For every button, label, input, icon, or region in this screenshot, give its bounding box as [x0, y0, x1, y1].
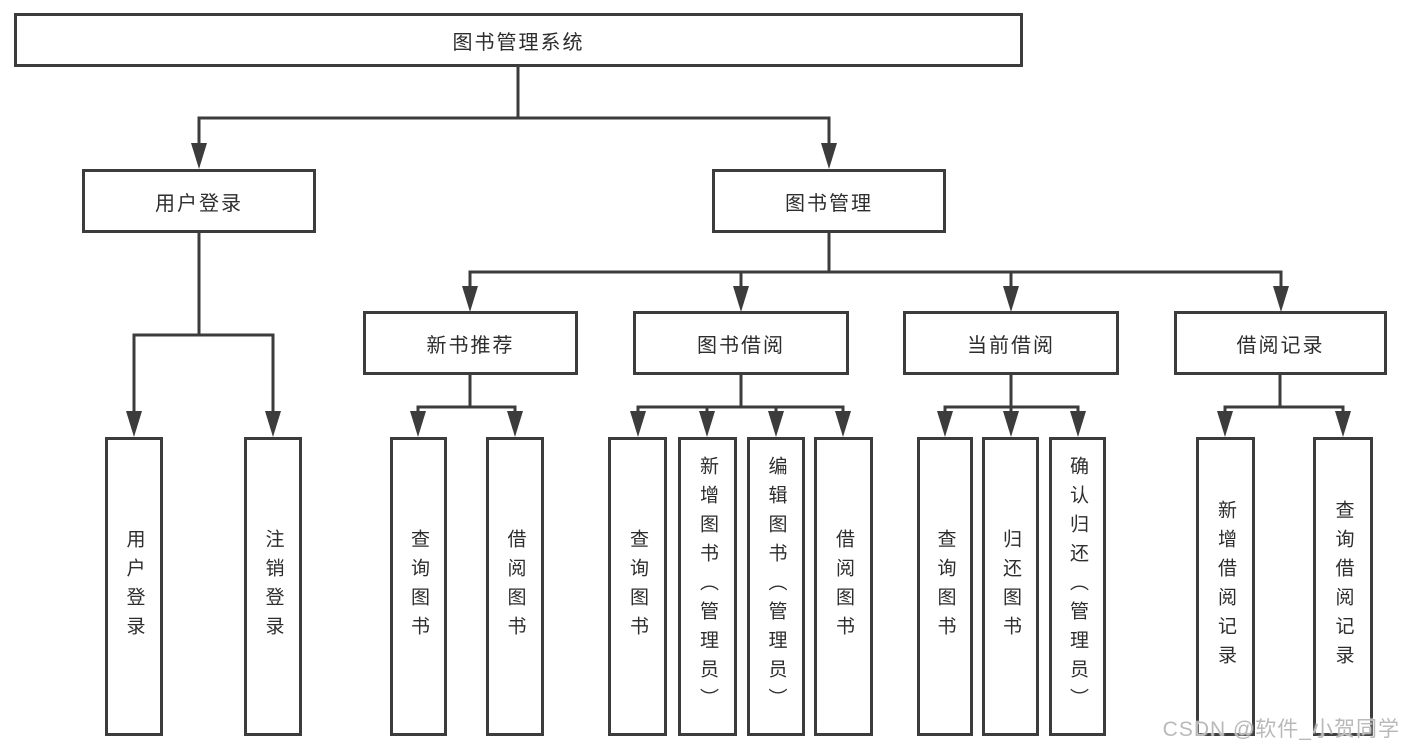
leaf-newbooks-query-books: 查询图书: [390, 437, 447, 736]
leaf-user-login: 用户登录: [105, 437, 163, 736]
leaf-newbooks-query-books-label: 查询图书: [408, 528, 429, 645]
leaf-borrowing-query-books: 查询图书: [608, 437, 667, 736]
connector-borrowing-branch: [630, 405, 851, 437]
node-new-book-recommend-label: 新书推荐: [426, 334, 515, 357]
node-current-borrowing-label: 当前借阅: [967, 334, 1055, 357]
leaf-logout-label: 注销登录: [262, 528, 284, 645]
leaf-current-query-books: 查询图书: [917, 437, 973, 736]
csdn-watermark: CSDN @软件_小贺同学: [1162, 718, 1400, 741]
node-book-borrowing-label: 图书借阅: [697, 334, 785, 357]
node-user-login-label: 用户登录: [155, 192, 243, 215]
leaf-current-confirm-return-admin-label: 确认归还（管理员）: [1067, 456, 1088, 717]
leaf-borrowing-edit-books-admin: 编辑图书（管理员）: [747, 437, 805, 736]
leaf-newbooks-borrow-books: 借阅图书: [486, 437, 544, 736]
leaf-current-query-books-label: 查询图书: [934, 528, 956, 645]
leaf-newbooks-borrow-books-label: 借阅图书: [504, 528, 526, 645]
node-current-borrowing: 当前借阅: [903, 311, 1119, 375]
leaf-records-query-borrow-record-label: 查询借阅记录: [1332, 499, 1354, 674]
leaf-current-return-books: 归还图书: [982, 437, 1039, 736]
node-book-management-label: 图书管理: [785, 192, 873, 215]
connector-userlogin-branch: [126, 333, 281, 437]
connector-newbooks-branch: [410, 405, 523, 437]
leaf-borrowing-add-books-admin-label: 新增图书（管理员）: [697, 456, 718, 717]
leaf-borrowing-borrow-books-label: 借阅图书: [833, 528, 854, 645]
leaf-logout: 注销登录: [244, 437, 302, 736]
node-book-borrowing: 图书借阅: [633, 311, 849, 375]
connector-mgmt-branch: [462, 270, 1289, 312]
leaf-current-confirm-return-admin: 确认归还（管理员）: [1049, 437, 1106, 736]
leaf-records-add-borrow-record-label: 新增借阅记录: [1215, 499, 1236, 674]
leaf-borrowing-edit-books-admin-label: 编辑图书（管理员）: [765, 456, 787, 717]
leaf-records-query-borrow-record: 查询借阅记录: [1313, 437, 1373, 736]
node-borrowing-records-label: 借阅记录: [1236, 334, 1325, 357]
leaf-current-return-books-label: 归还图书: [1000, 528, 1021, 645]
node-borrowing-records: 借阅记录: [1174, 311, 1387, 375]
leaf-records-add-borrow-record: 新增借阅记录: [1196, 437, 1255, 736]
node-root-system: 图书管理系统: [14, 13, 1023, 67]
leaf-borrowing-borrow-books: 借阅图书: [814, 437, 873, 736]
node-new-book-recommend: 新书推荐: [363, 311, 578, 375]
leaf-borrowing-add-books-admin: 新增图书（管理员）: [678, 437, 737, 736]
node-book-management: 图书管理: [712, 169, 946, 233]
leaf-user-login-label: 用户登录: [123, 528, 145, 645]
connector-root-branch: [191, 116, 837, 169]
node-user-login: 用户登录: [82, 169, 316, 233]
leaf-borrowing-query-books-label: 查询图书: [627, 528, 648, 645]
node-root-system-label: 图书管理系统: [452, 31, 585, 54]
connector-records-branch: [1217, 405, 1351, 437]
